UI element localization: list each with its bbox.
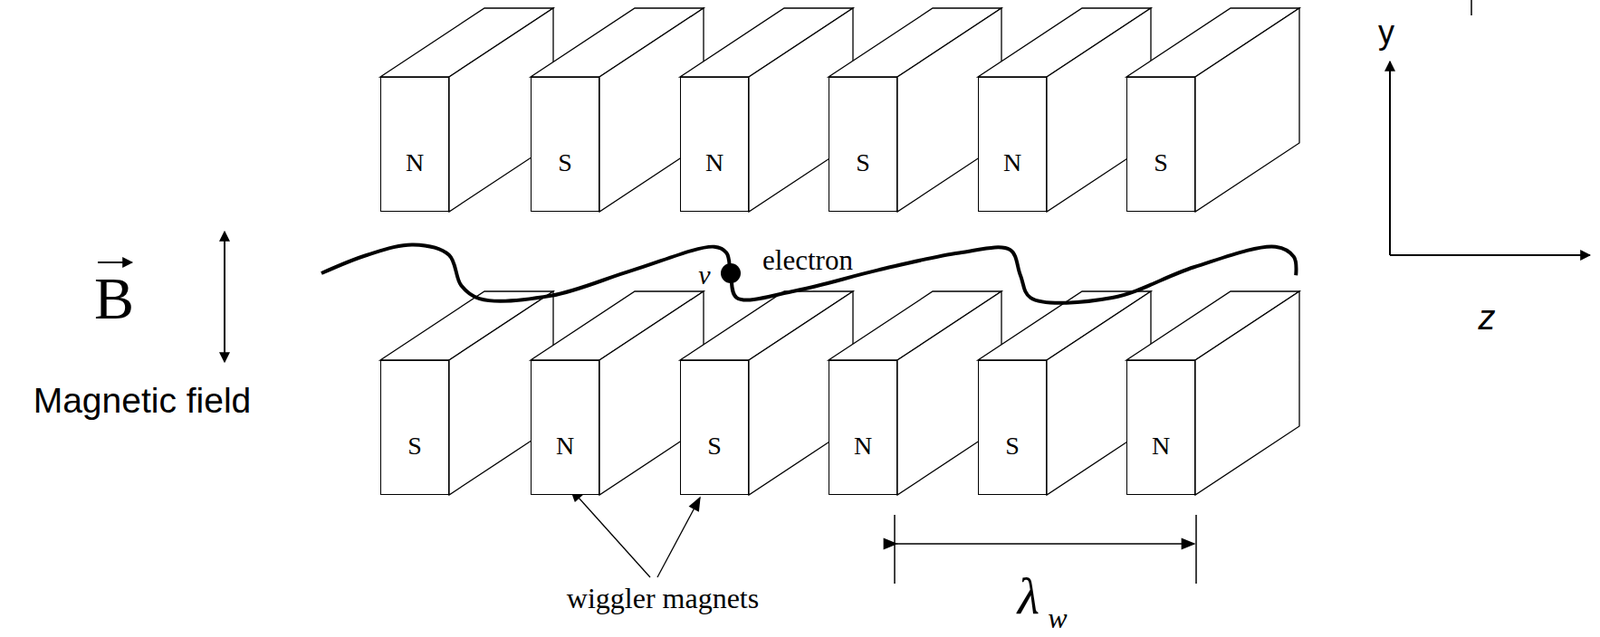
magnet-front-face: N [1126,360,1196,496]
pole-label: S [1005,431,1020,461]
dimension-tick [893,515,896,585]
magnet-depth-faces [380,8,1300,496]
magnet-front-face: S [380,360,450,496]
magnet-front-face: N [530,360,600,496]
pole-label: N [1003,148,1022,178]
magnet-depth [530,8,704,212]
y-axis [1389,61,1391,256]
magnet-front-face: S [1126,76,1196,212]
magnet-side-face [1195,291,1300,496]
magnet-depth [1126,291,1300,496]
axis-label: z [1478,299,1496,338]
pole-label: S [1153,148,1169,178]
pole-label: S [855,148,871,178]
leader-line [570,488,651,578]
magnets-label: wiggler magnets [566,583,759,615]
velocity-symbol: v [698,259,710,290]
electron-trajectory [321,244,1296,303]
z-axis [1389,254,1591,257]
magnet-depth [977,8,1151,212]
pole-label: S [557,148,573,178]
vector-arrow [97,261,133,264]
magnet-depth [1126,8,1300,212]
magnet-front-face: S [680,360,749,496]
field-symbol: B [94,266,135,333]
magnet-depth [380,8,554,212]
pole-label: N [555,431,575,461]
magnet-depth [530,291,704,496]
edge-tick [1470,0,1473,16]
field-caption: Magnetic field [33,382,252,422]
dimension-tick [1195,515,1198,585]
field-arrow [223,231,226,363]
magnet-depth [977,291,1151,496]
pole-label: S [707,431,722,461]
pole-label: N [405,148,424,178]
magnet-depth [828,8,1002,212]
leader-line [657,498,700,578]
magnet-front-face: S [530,76,600,212]
magnet-front-face: S [977,360,1047,496]
pole-label: N [853,431,872,461]
magnet-depth [680,8,853,212]
magnet-front-face: S [828,76,898,212]
wavelength-symbol: λ [1017,569,1040,626]
magnet-front-face: N [680,76,749,212]
magnet-depth [828,291,1002,496]
pole-label: N [1151,431,1170,461]
magnet-side-face [1195,8,1300,212]
axis-label: y [1378,14,1395,51]
magnet-depth [680,291,853,496]
magnet-front-face: N [828,360,898,496]
magnet-depth [380,291,554,496]
electron-label: electron [762,245,853,277]
magnet-front-face: N [977,76,1047,212]
dimension-line [896,543,1195,546]
pole-label: S [407,431,422,461]
magnet-front-face: N [380,76,450,212]
electron-dot [720,263,741,284]
wavelength-subscript: w [1047,603,1067,635]
pole-label: N [705,148,724,178]
